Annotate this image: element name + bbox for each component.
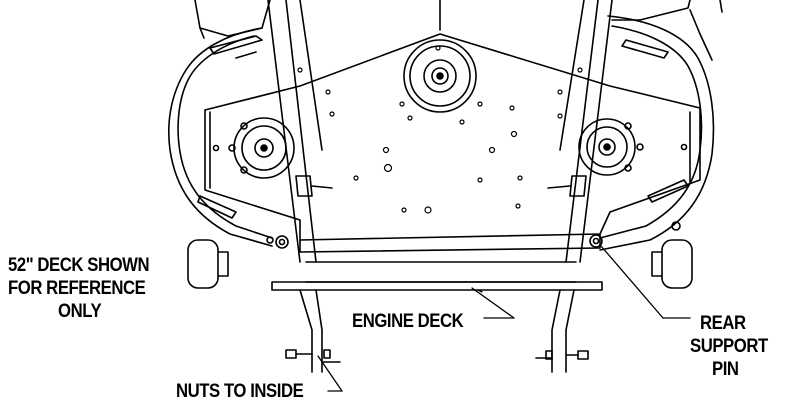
plate-holes — [297, 45, 583, 214]
deck-note-line-1: 52" DECK SHOWN — [8, 255, 150, 276]
rear-support-pin-line-2: SUPPORT — [690, 336, 768, 357]
engine-deck-label: ENGINE DECK — [352, 311, 464, 332]
deck-note-line-3: ONLY — [58, 301, 102, 322]
deck-note-line-2: FOR REFERENCE — [8, 278, 146, 299]
frame-rails — [267, 0, 613, 263]
engine-deck-bar — [271, 261, 603, 291]
gauge-wheels — [187, 239, 693, 289]
nuts-to-inside-label: NUTS TO INSIDE — [176, 381, 304, 402]
rear-support-pin-line-3: PIN — [712, 359, 739, 380]
leader-lines — [317, 245, 691, 392]
right-pulley — [578, 118, 688, 176]
support-pins — [266, 221, 681, 249]
right-deck-shell — [599, 9, 715, 251]
rear-support-pin-line-1: REAR — [700, 313, 746, 334]
engine-cover — [194, 0, 723, 39]
center-deck-plate — [204, 33, 701, 253]
left-pulley — [212, 117, 295, 179]
left-deck-shell — [167, 27, 273, 247]
bolts — [285, 349, 589, 360]
center-pulley — [403, 0, 477, 113]
